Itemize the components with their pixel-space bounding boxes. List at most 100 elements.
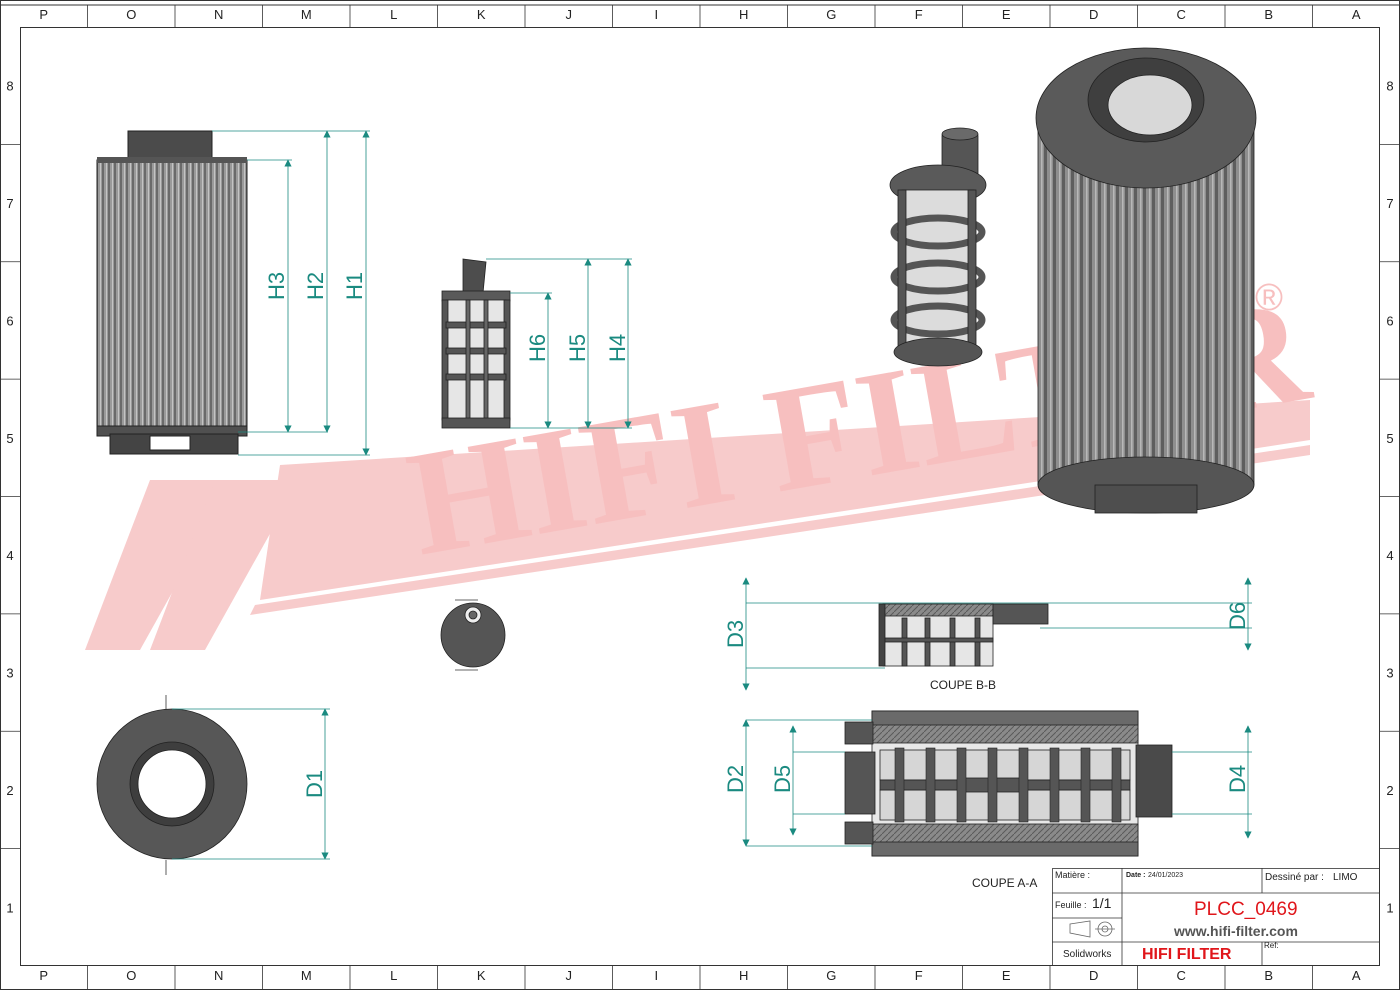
- grid-column-label: N: [214, 968, 223, 983]
- filter-element-isometric-view: [1035, 47, 1257, 514]
- grid-column-label: L: [390, 968, 397, 983]
- label-ref: Ref:: [1264, 941, 1279, 950]
- grid-row-label: 4: [1386, 548, 1393, 563]
- section-rib: [925, 747, 936, 823]
- section-a-a-view: [844, 710, 1173, 857]
- grid-column-label: B: [1264, 7, 1273, 22]
- section-rib: [1018, 747, 1029, 823]
- grid-column-label: I: [654, 7, 658, 22]
- grid-column-label: J: [566, 7, 573, 22]
- section-label-b-b: COUPE B-B: [930, 678, 996, 692]
- grid-row-label: 5: [1386, 431, 1393, 446]
- filter-element-end-view: [96, 695, 248, 875]
- dimension-lines-h4-h6: [486, 258, 632, 429]
- grid-row-label: 6: [6, 313, 13, 328]
- grid-column-label: H: [739, 968, 748, 983]
- strainer-isometric-view: [889, 127, 987, 367]
- grid-column-label: O: [126, 968, 136, 983]
- watermark-registered: ®: [1255, 277, 1283, 319]
- grid-column-label: K: [477, 968, 486, 983]
- part-number: PLCC_0469: [1194, 899, 1298, 920]
- label-feuille: Feuille :: [1055, 900, 1087, 910]
- section-rib: [1111, 747, 1122, 823]
- grid-column-label: D: [1089, 968, 1098, 983]
- grid-column-label: C: [1177, 7, 1186, 22]
- grid-row-label: 7: [1386, 196, 1393, 211]
- grid-column-label: G: [826, 7, 836, 22]
- grid-row-label: 1: [1386, 900, 1393, 915]
- filter-element-side-view: [96, 130, 248, 455]
- dimension-label-d2: D2: [723, 765, 748, 793]
- grid-column-label: I: [654, 968, 658, 983]
- grid-row-label: 6: [1386, 313, 1393, 328]
- grid-row-label: 8: [1386, 79, 1393, 94]
- dimension-lines-h1-h3: [212, 130, 370, 456]
- strainer-side-view: [441, 258, 511, 429]
- grid-column-label: M: [301, 7, 312, 22]
- dimension-lines-d2-d5-d4: [742, 719, 1252, 847]
- dimension-label-d3: D3: [723, 620, 748, 648]
- grid-row-label: 2: [6, 783, 13, 798]
- grid-column-label: D: [1089, 7, 1098, 22]
- grid-row-label: 8: [6, 79, 13, 94]
- grid-column-label: M: [301, 968, 312, 983]
- grid-column-label: F: [915, 968, 923, 983]
- dimension-label-h2: H2: [303, 272, 328, 300]
- label-matiere: Matière :: [1055, 870, 1090, 880]
- dimension-label-h4: H4: [605, 334, 630, 362]
- grid-row-label: 3: [6, 666, 13, 681]
- software: Solidworks: [1063, 949, 1111, 960]
- grid-column-label: P: [39, 7, 48, 22]
- grid-column-label: F: [915, 7, 923, 22]
- dimension-label-h5: H5: [565, 334, 590, 362]
- grid-column-label: N: [214, 7, 223, 22]
- strainer-top-view: [440, 599, 506, 671]
- date-value: 24/01/2023: [1148, 872, 1183, 879]
- grid-column-label: E: [1002, 7, 1011, 22]
- grid-row-label: 5: [6, 431, 13, 446]
- grid-column-label: C: [1177, 968, 1186, 983]
- section-rib: [956, 747, 967, 823]
- dimension-label-h3: H3: [264, 272, 289, 300]
- grid-column-label: A: [1352, 7, 1361, 22]
- section-rib: [987, 747, 998, 823]
- grid-column-label: H: [739, 7, 748, 22]
- grid-row-label: 3: [1386, 666, 1393, 681]
- dimension-lines-d3-d6: [742, 577, 1252, 691]
- grid-row-label: 7: [6, 196, 13, 211]
- label-date: Date :: [1126, 872, 1145, 879]
- grid-column-label: A: [1352, 968, 1361, 983]
- label-dessine: Dessiné par :: [1265, 872, 1324, 883]
- dimension-label-d4: D4: [1225, 765, 1250, 793]
- grid-column-label: B: [1264, 968, 1273, 983]
- grid-row-label: 2: [1386, 783, 1393, 798]
- title-block: [1052, 868, 1380, 966]
- projection-symbol-icon: [1069, 920, 1115, 938]
- dimension-label-h1: H1: [342, 272, 367, 300]
- dimension-label-d1: D1: [302, 770, 327, 798]
- section-label-a-a: COUPE A-A: [972, 876, 1037, 890]
- section-rib: [894, 747, 905, 823]
- website: www.hifi-filter.com: [1173, 923, 1298, 939]
- section-a-a-ribs: [894, 747, 1122, 823]
- grid-row-label: 4: [6, 548, 13, 563]
- section-b-b-view: [878, 603, 1049, 667]
- grid-column-label: L: [390, 7, 397, 22]
- grid-column-label: P: [39, 968, 48, 983]
- brand-name: HIFI FILTER: [1142, 946, 1232, 963]
- dimension-label-d6: D6: [1225, 602, 1250, 630]
- grid-row-labels-right: 8 7 6 5 4 3 2 1: [1380, 79, 1400, 915]
- section-rib: [1080, 747, 1091, 823]
- grid-column-label: G: [826, 968, 836, 983]
- grid-column-label: O: [126, 7, 136, 22]
- dimension-lines-d1: [172, 708, 330, 860]
- grid-column-label: E: [1002, 968, 1011, 983]
- dimension-label-h6: H6: [525, 334, 550, 362]
- grid-column-label: K: [477, 7, 486, 22]
- dessine-value: LIMO: [1333, 872, 1358, 883]
- dimension-label-d5: D5: [770, 765, 795, 793]
